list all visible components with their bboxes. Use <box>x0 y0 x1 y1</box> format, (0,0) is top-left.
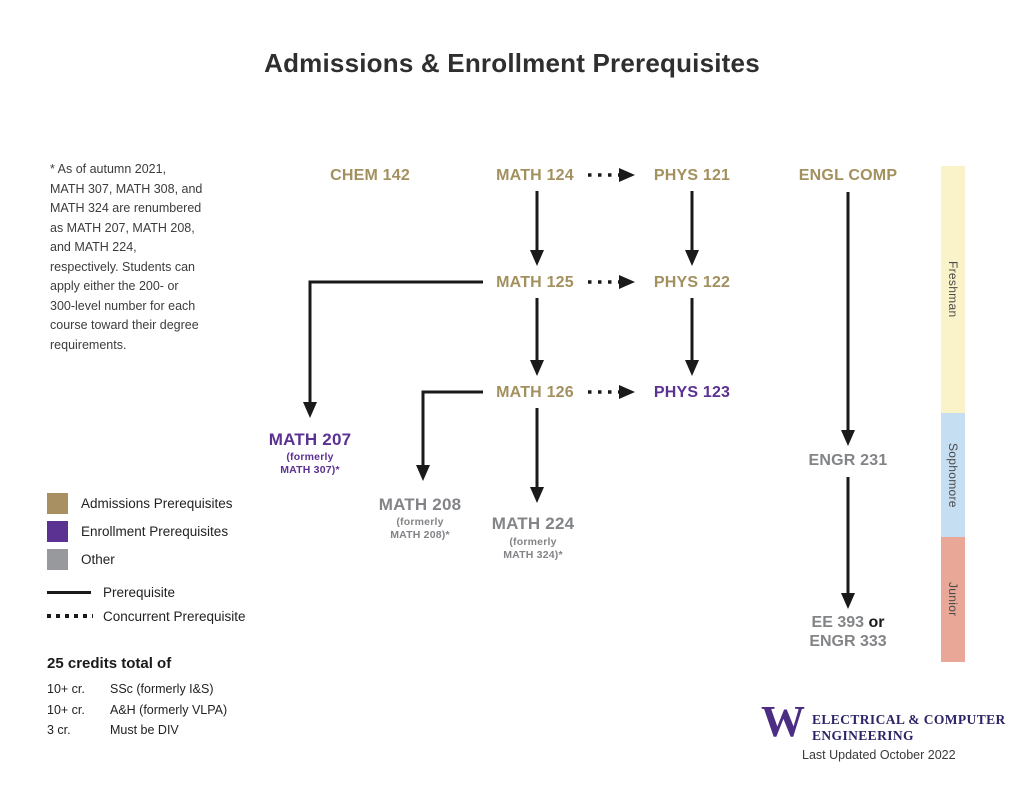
legend-label: Admissions Prerequisites <box>81 496 233 511</box>
legend-label: Enrollment Prerequisites <box>81 524 229 539</box>
node-math-207-formerly: (formerly MATH 307)* <box>280 451 340 476</box>
year-band-label: Freshman <box>946 261 960 318</box>
legend-label: Prerequisite <box>103 584 176 600</box>
page-title: Admissions & Enrollment Prerequisites <box>264 48 760 78</box>
legend-item-concurrent-prerequisite: Concurrent Prerequisite <box>47 607 246 625</box>
year-band-label: Junior <box>946 582 960 617</box>
legend-item-other: Other <box>47 549 115 570</box>
node-math-125: MATH 125 <box>496 274 574 291</box>
legend-label: Concurrent Prerequisite <box>103 608 246 624</box>
legend-item-enrollment: Enrollment Prerequisites <box>47 521 228 542</box>
node-phys-122: PHYS 122 <box>653 274 731 291</box>
credit-desc: A&H (formerly VLPA) <box>110 702 228 717</box>
node-chem-142: CHEM 142 <box>330 167 410 184</box>
node-ee-393-or-engr-333: EE 393 or ENGR 333 <box>809 613 886 651</box>
year-band-sophomore: Sophomore <box>941 413 965 537</box>
node-math-208-formerly: (formerly MATH 208)* <box>390 516 450 541</box>
node-math-224-formerly: (formerly MATH 324)* <box>503 536 563 561</box>
arrow-math126-math208 <box>416 390 483 481</box>
legend-label: Other <box>81 552 115 567</box>
credits-table: 10+ cr. SSc (formerly I&S) 10+ cr. A&H (… <box>47 682 227 737</box>
node-engr-231: ENGR 231 <box>808 452 888 469</box>
admissions-color-swatch <box>47 493 68 514</box>
year-band-freshman: Freshman <box>941 166 965 413</box>
solid-line-sample <box>47 590 91 594</box>
legend-item-admissions: Admissions Prerequisites <box>47 493 233 514</box>
credit-amount: 3 cr. <box>47 723 71 737</box>
uw-w-logo: W <box>761 697 805 746</box>
node-phys-121: PHYS 121 <box>653 167 731 184</box>
department-name-line2: ENGINEERING <box>812 728 914 743</box>
renumbering-footnote: * As of autumn 2021, MATH 307, MATH 308,… <box>50 162 203 352</box>
year-band-junior: Junior <box>941 537 965 662</box>
department-wordmark: ELECTRICAL & COMPUTER ENGINEERING <box>812 712 1006 744</box>
dotted-line-sample <box>47 614 93 618</box>
node-math-124: MATH 124 <box>496 167 574 184</box>
legend-item-prerequisite: Prerequisite <box>47 583 175 601</box>
other-color-swatch <box>47 549 68 570</box>
arrow-math125-math207 <box>303 280 483 418</box>
node-math-224: MATH 224 <box>491 514 575 533</box>
node-engl-comp: ENGL COMP <box>798 167 898 184</box>
node-math-208: MATH 208 <box>378 495 462 514</box>
engr-333-label: ENGR 333 <box>809 633 887 650</box>
enrollment-color-swatch <box>47 521 68 542</box>
credits-heading: 25 credits total of <box>47 655 172 672</box>
node-phys-123: PHYS 123 <box>653 384 731 401</box>
credit-amount: 10+ cr. <box>47 682 85 696</box>
year-band-label: Sophomore <box>946 442 960 508</box>
last-updated-text: Last Updated October 2022 <box>802 748 956 762</box>
node-math-207: MATH 207 <box>268 430 352 449</box>
credit-desc: SSc (formerly I&S) <box>110 682 214 696</box>
credit-amount: 10+ cr. <box>47 702 85 717</box>
credit-desc: Must be DIV <box>110 723 179 737</box>
or-label: or <box>868 614 885 631</box>
ee-393-label: EE 393 <box>811 614 865 631</box>
department-name-line1: ELECTRICAL & COMPUTER <box>812 712 1006 727</box>
node-math-126: MATH 126 <box>496 384 574 401</box>
